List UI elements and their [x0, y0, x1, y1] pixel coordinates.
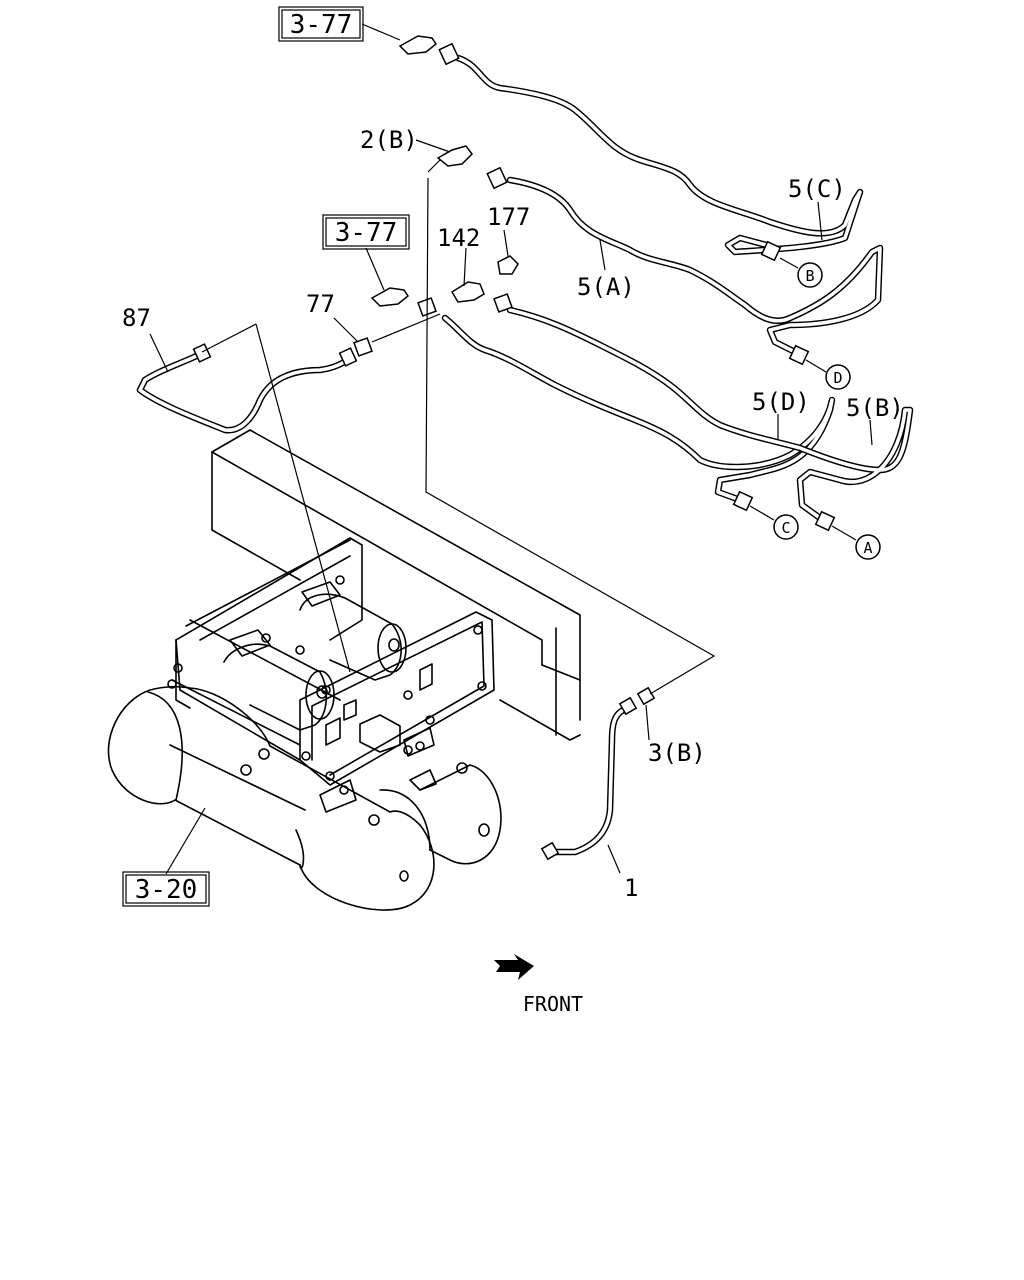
ref-box-3-20[interactable]: 3-20 [122, 871, 210, 907]
ref-box-3-77-mid[interactable]: 3-77 [322, 214, 410, 250]
circle-refs: B D C A [773, 262, 881, 560]
fitting-3-77-mid [370, 287, 410, 307]
callout-5c: 5(C) [788, 175, 846, 203]
callout-5d: 5(D) [752, 388, 810, 416]
callout-177: 177 [487, 203, 530, 231]
callout-3b: 3(B) [648, 739, 706, 767]
nut-ends-abcd [732, 240, 836, 532]
leader-lines [149, 23, 873, 875]
ref-box-label: 3-77 [290, 10, 353, 40]
brake-pipes [136, 54, 914, 856]
circle-ref-b: B [797, 262, 823, 288]
circle-ref-c: C [773, 514, 799, 540]
circle-ref-label: B [805, 267, 814, 285]
callout-142: 142 [437, 224, 480, 252]
air-tanks [107, 685, 502, 911]
pipe-5a [506, 176, 884, 356]
callout-5a: 5(A) [577, 273, 635, 301]
callout-77: 77 [306, 290, 335, 318]
circle-ref-a: A [855, 534, 881, 560]
frame-rail [211, 429, 581, 741]
pipe-87 [136, 348, 354, 434]
callout-5b: 5(B) [846, 394, 904, 422]
callout-87: 87 [122, 304, 151, 332]
circle-ref-d: D [825, 364, 851, 390]
pipe-1 [548, 704, 632, 856]
circle-ref-label: D [833, 369, 842, 387]
nut-87-ends [192, 343, 358, 367]
pipe-5d [441, 314, 836, 504]
tee-fitting-142 [417, 281, 513, 317]
circle-ref-label: A [863, 539, 872, 557]
tee-fitting-top [398, 35, 460, 66]
front-indicator: FRONT [494, 954, 583, 1016]
circle-ref-label: C [781, 519, 790, 537]
fittings [192, 35, 836, 861]
nut-3b [540, 686, 656, 861]
pipe-3-77-to-b [454, 54, 864, 256]
callouts: 2(B) 177 142 77 87 5(C) 5(A) 5(D) 5(B) 3… [122, 126, 904, 902]
ref-box-label: 3-20 [135, 875, 198, 905]
callout-1: 1 [624, 874, 638, 902]
front-label: FRONT [523, 992, 583, 1016]
plug-177 [497, 255, 519, 275]
pipe-5b [506, 306, 914, 522]
nut-77 [353, 337, 373, 357]
callout-2b: 2(B) [360, 126, 418, 154]
ref-box-label: 3-77 [335, 218, 398, 248]
front-arrow-icon [494, 954, 534, 980]
bracket-assembly [167, 537, 495, 813]
tee-fitting-2b [436, 145, 508, 190]
ref-box-3-77-top[interactable]: 3-77 [278, 6, 364, 42]
